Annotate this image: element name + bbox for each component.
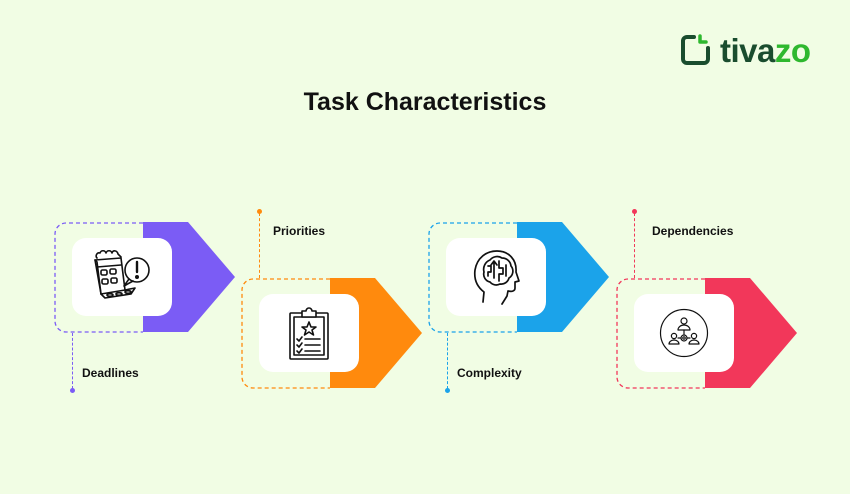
connector-line bbox=[259, 213, 260, 278]
step-dependencies bbox=[616, 278, 816, 390]
connector-dot bbox=[70, 388, 75, 393]
step-label-complexity: Complexity bbox=[457, 366, 522, 380]
step-label-deadlines: Deadlines bbox=[82, 366, 139, 380]
icon-card bbox=[634, 294, 734, 372]
calendar-alert-icon bbox=[94, 249, 150, 299]
step-label-dependencies: Dependencies bbox=[652, 224, 734, 238]
icon-card bbox=[72, 238, 172, 316]
connector-line bbox=[447, 333, 448, 389]
icon-card bbox=[259, 294, 359, 372]
step-label-priorities: Priorities bbox=[273, 224, 326, 238]
logo-text-light: zo bbox=[774, 31, 811, 69]
connector-dot bbox=[257, 209, 262, 214]
step-priorities bbox=[241, 278, 441, 390]
page-title: Task Characteristics bbox=[303, 88, 547, 116]
brain-maze-head-icon bbox=[473, 250, 520, 305]
logo-mark-icon bbox=[680, 33, 714, 67]
connector-dot bbox=[445, 388, 450, 393]
tivazo-logo: tivazo bbox=[680, 30, 811, 70]
step-deadlines bbox=[54, 222, 254, 334]
clipboard-star-icon bbox=[289, 307, 329, 360]
team-hierarchy-icon bbox=[659, 308, 709, 358]
connector-line bbox=[72, 333, 73, 389]
connector-line bbox=[634, 213, 635, 278]
step-complexity bbox=[428, 222, 628, 334]
logo-text: tivazo bbox=[720, 34, 811, 67]
icon-card bbox=[446, 238, 546, 316]
connector-dot bbox=[632, 209, 637, 214]
logo-text-dark: tiva bbox=[720, 31, 775, 69]
